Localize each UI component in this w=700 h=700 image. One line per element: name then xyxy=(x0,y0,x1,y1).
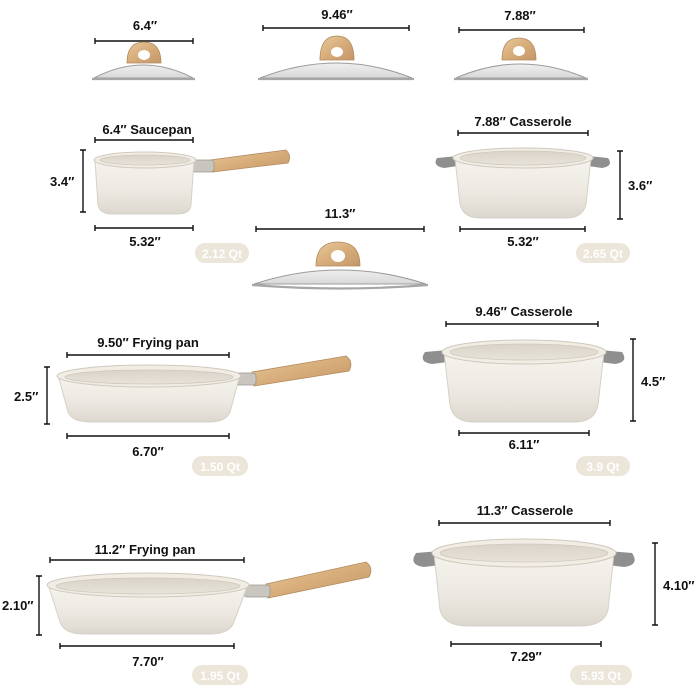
casserole-large-base-line xyxy=(450,641,602,647)
saucepan: 6.4″ Saucepan 3.4″ 5.32″ 2.12 Qt xyxy=(50,122,290,263)
saucepan-title: 6.4″ Saucepan xyxy=(102,122,191,137)
saucepan-base-line xyxy=(94,225,194,231)
frying-pan-large-base-label: 7.70″ xyxy=(132,654,164,669)
lid-large-size-label: 11.3″ xyxy=(325,206,356,221)
lid-casserole-small-dimension-line xyxy=(458,27,585,33)
casserole-small-capacity: 2.65 Qt xyxy=(583,247,623,261)
frying-pan-small-height-label: 2.5″ xyxy=(14,389,38,404)
lid-medium-glass xyxy=(259,62,413,79)
casserole-medium-diameter-line xyxy=(445,321,599,327)
casserole-large-height-line xyxy=(652,542,658,626)
frying-pan-small-capacity: 1.50 Qt xyxy=(200,460,240,474)
saucepan-height-label: 3.4″ xyxy=(50,174,74,189)
lid-small: 6.4″ xyxy=(92,18,195,81)
lid-large: 11.3″ xyxy=(251,206,429,290)
casserole-small-diameter-line xyxy=(457,130,589,136)
lid-small-dimension-line xyxy=(94,38,194,44)
casserole-small-left-handle xyxy=(435,156,458,168)
casserole-medium-capacity: 3.9 Qt xyxy=(586,460,619,474)
frying-pan-large: 11.2″ Frying pan 2.10″ 7.70″ 1.95 Qt xyxy=(2,542,372,685)
lid-casserole-small-glass xyxy=(455,63,587,79)
frying-pan-small: 9.50″ Frying pan 2.5″ 6.70″ 1.50 Qt xyxy=(14,335,352,476)
frying-pan-large-handle xyxy=(265,561,372,599)
frying-pan-small-title: 9.50″ Frying pan xyxy=(97,335,199,350)
saucepan-body xyxy=(94,159,195,215)
casserole-large-capacity-badge xyxy=(570,665,632,685)
casserole-small-title: 7.88″ Casserole xyxy=(474,114,571,129)
casserole-small-base-label: 5.32″ xyxy=(507,234,539,249)
lid-medium: 9.46″ xyxy=(258,7,414,81)
frying-pan-small-capacity-badge xyxy=(192,456,248,476)
saucepan-capacity: 2.12 Qt xyxy=(202,247,242,261)
casserole-large-height-label: 4.10″ xyxy=(663,578,695,593)
frying-pan-large-height-label: 2.10″ xyxy=(2,598,34,613)
frying-pan-small-diameter-line xyxy=(66,352,230,358)
casserole-large: 11.3″ Casserole 4.10″ 7.29″ 5.93 Qt xyxy=(413,503,695,685)
frying-pan-large-height-line xyxy=(36,575,42,636)
casserole-medium-right-handle xyxy=(600,350,625,364)
casserole-medium-height-label: 4.5″ xyxy=(641,374,665,389)
casserole-small-height-line xyxy=(617,150,623,220)
casserole-medium-height-line xyxy=(630,338,636,422)
saucepan-diameter-line xyxy=(94,137,194,143)
casserole-small: 7.88″ Casserole 3.6″ 5.32″ 2.65 Qt xyxy=(435,114,652,263)
casserole-large-title: 11.3″ Casserole xyxy=(477,503,574,518)
saucepan-base-label: 5.32″ xyxy=(129,234,161,249)
casserole-medium: 9.46″ Casserole 4.5″ 6.11″ 3.9 Qt xyxy=(422,304,665,476)
lid-large-dimension-line xyxy=(255,226,425,232)
lid-small-size-label: 6.4″ xyxy=(133,18,157,33)
lid-medium-dimension-line xyxy=(262,25,410,31)
saucepan-handle xyxy=(209,149,290,173)
frying-pan-small-height-line xyxy=(44,366,50,425)
casserole-medium-title: 9.46″ Casserole xyxy=(475,304,572,319)
frying-pan-large-title: 11.2″ Frying pan xyxy=(95,542,196,557)
casserole-medium-body xyxy=(443,351,605,423)
frying-pan-small-body xyxy=(57,374,241,423)
casserole-small-height-label: 3.6″ xyxy=(628,178,652,193)
frying-pan-large-capacity: 1.95 Qt xyxy=(200,669,240,683)
lid-casserole-small: 7.88″ xyxy=(454,8,588,81)
lid-small-glass xyxy=(93,64,194,79)
lid-large-glass xyxy=(253,269,427,285)
casserole-large-capacity: 5.93 Qt xyxy=(581,669,621,683)
casserole-medium-base-line xyxy=(458,430,590,436)
lid-casserole-small-size-label: 7.88″ xyxy=(504,8,536,23)
casserole-small-body xyxy=(454,157,592,219)
casserole-large-diameter-line xyxy=(438,520,611,526)
saucepan-height-line xyxy=(80,149,86,213)
casserole-small-base-line xyxy=(459,226,586,232)
casserole-small-right-handle xyxy=(588,156,610,168)
casserole-medium-base-label: 6.11″ xyxy=(509,437,540,452)
casserole-medium-capacity-badge xyxy=(576,456,630,476)
casserole-small-capacity-badge xyxy=(576,243,630,263)
casserole-medium-left-handle xyxy=(422,350,448,364)
lid-medium-size-label: 9.46″ xyxy=(321,7,353,22)
casserole-large-body xyxy=(433,552,615,627)
saucepan-capacity-badge xyxy=(195,243,249,263)
casserole-large-base-label: 7.29″ xyxy=(510,649,542,664)
frying-pan-large-body xyxy=(47,583,249,635)
frying-pan-small-base-label: 6.70″ xyxy=(132,444,164,459)
frying-pan-small-base-line xyxy=(66,433,230,439)
frying-pan-small-handle xyxy=(251,355,352,387)
frying-pan-large-base-line xyxy=(59,643,235,649)
frying-pan-large-diameter-line xyxy=(49,557,245,563)
frying-pan-large-capacity-badge xyxy=(192,665,248,685)
